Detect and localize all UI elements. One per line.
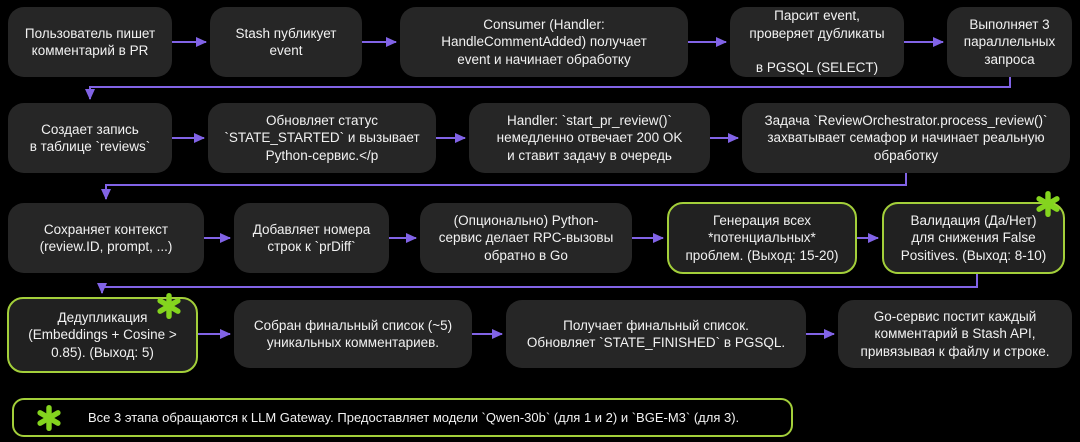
node-receives-final-list-state-finished: Получает финальный список. Обновляет `ST… [506,300,806,368]
node-adds-line-numbers: Добавляет номера строк к `prDiff` [234,203,389,273]
node-consumer-handles-event: Consumer (Handler: HandleCommentAdded) п… [400,7,688,77]
legend-text: Все 3 этапа обращаются к LLM Gateway. Пр… [88,410,740,425]
node-text: Сохраняет контекст (review.ID, prompt, .… [39,221,173,254]
node-text: Handler: `start_pr_review()` немедленно … [496,113,683,163]
arrow-row1-to-row2 [85,77,1011,100]
node-text: Добавляет номера строк к `prDiff` [252,221,371,254]
node-text: Генерация всех *потенциальных* проблем. … [685,213,839,263]
node-text: Consumer (Handler: HandleCommentAdded) п… [441,17,647,67]
node-text: (Опционально) Python- сервис делает RPC-… [438,213,614,263]
node-stash-publishes-event: Stash публикует event [210,7,362,77]
node-text: Go-сервис постит каждый комментарий в St… [860,309,1050,359]
node-handler-start-pr-review: Handler: `start_pr_review()` немедленно … [469,103,710,173]
node-text: Парсит event, проверяет дубликаты в PGSQ… [749,8,885,76]
node-text: Выполняет 3 параллельных запроса [963,17,1056,67]
node-runs-3-parallel-queries: Выполняет 3 параллельных запроса [947,7,1072,77]
node-text: Обновляет статус `STATE_STARTED` и вызыв… [224,113,420,163]
node-text: Пользователь пишет комментарий в PR [24,25,156,58]
node-validation-false-positives: Валидация (Да/Нет) для снижения False Po… [882,191,1065,274]
node-text: Задача `ReviewOrchestrator.process_revie… [764,113,1048,163]
node-final-list-assembled: Собран финальный список (~5) уникальных … [234,300,472,368]
node-text: Получает финальный список. Обновляет `ST… [526,317,786,350]
node-creates-reviews-record: Создает запись в таблице `reviews` [8,103,172,173]
node-updates-state-started: Обновляет статус `STATE_STARTED` и вызыв… [208,103,436,173]
node-text: Собран финальный список (~5) уникальных … [253,317,453,350]
node-user-writes-comment-in-pr: Пользователь пишет комментарий в PR [8,7,172,77]
node-go-service-posts-comments: Go-сервис постит каждый комментарий в St… [838,300,1072,368]
node-parses-event-checks-duplicates: Парсит event, проверяет дубликаты в PGSQ… [730,7,904,77]
node-deduplication: Дедупликация (Embeddings + Cosine > 0.85… [7,293,198,373]
node-text: Дедупликация (Embeddings + Cosine > 0.85… [28,310,177,360]
legend: Все 3 этапа обращаются к LLM Gateway. Пр… [12,398,793,437]
node-generation-potential-issues: Генерация всех *потенциальных* проблем. … [667,202,857,274]
arrow-row2-to-row3 [101,173,907,200]
node-text: Валидация (Да/Нет) для снижения False Po… [900,213,1047,263]
arrow-row3-to-row4 [97,272,978,294]
node-text: Stash публикует event [235,25,337,58]
asterisk-icon [36,404,62,431]
node-optional-rpc-calls: (Опционально) Python- сервис делает RPC-… [420,203,632,273]
node-review-orchestrator-task: Задача `ReviewOrchestrator.process_revie… [742,103,1070,173]
node-saves-context: Сохраняет контекст (review.ID, prompt, .… [8,203,204,273]
node-text: Создает запись в таблице `reviews` [29,121,151,154]
